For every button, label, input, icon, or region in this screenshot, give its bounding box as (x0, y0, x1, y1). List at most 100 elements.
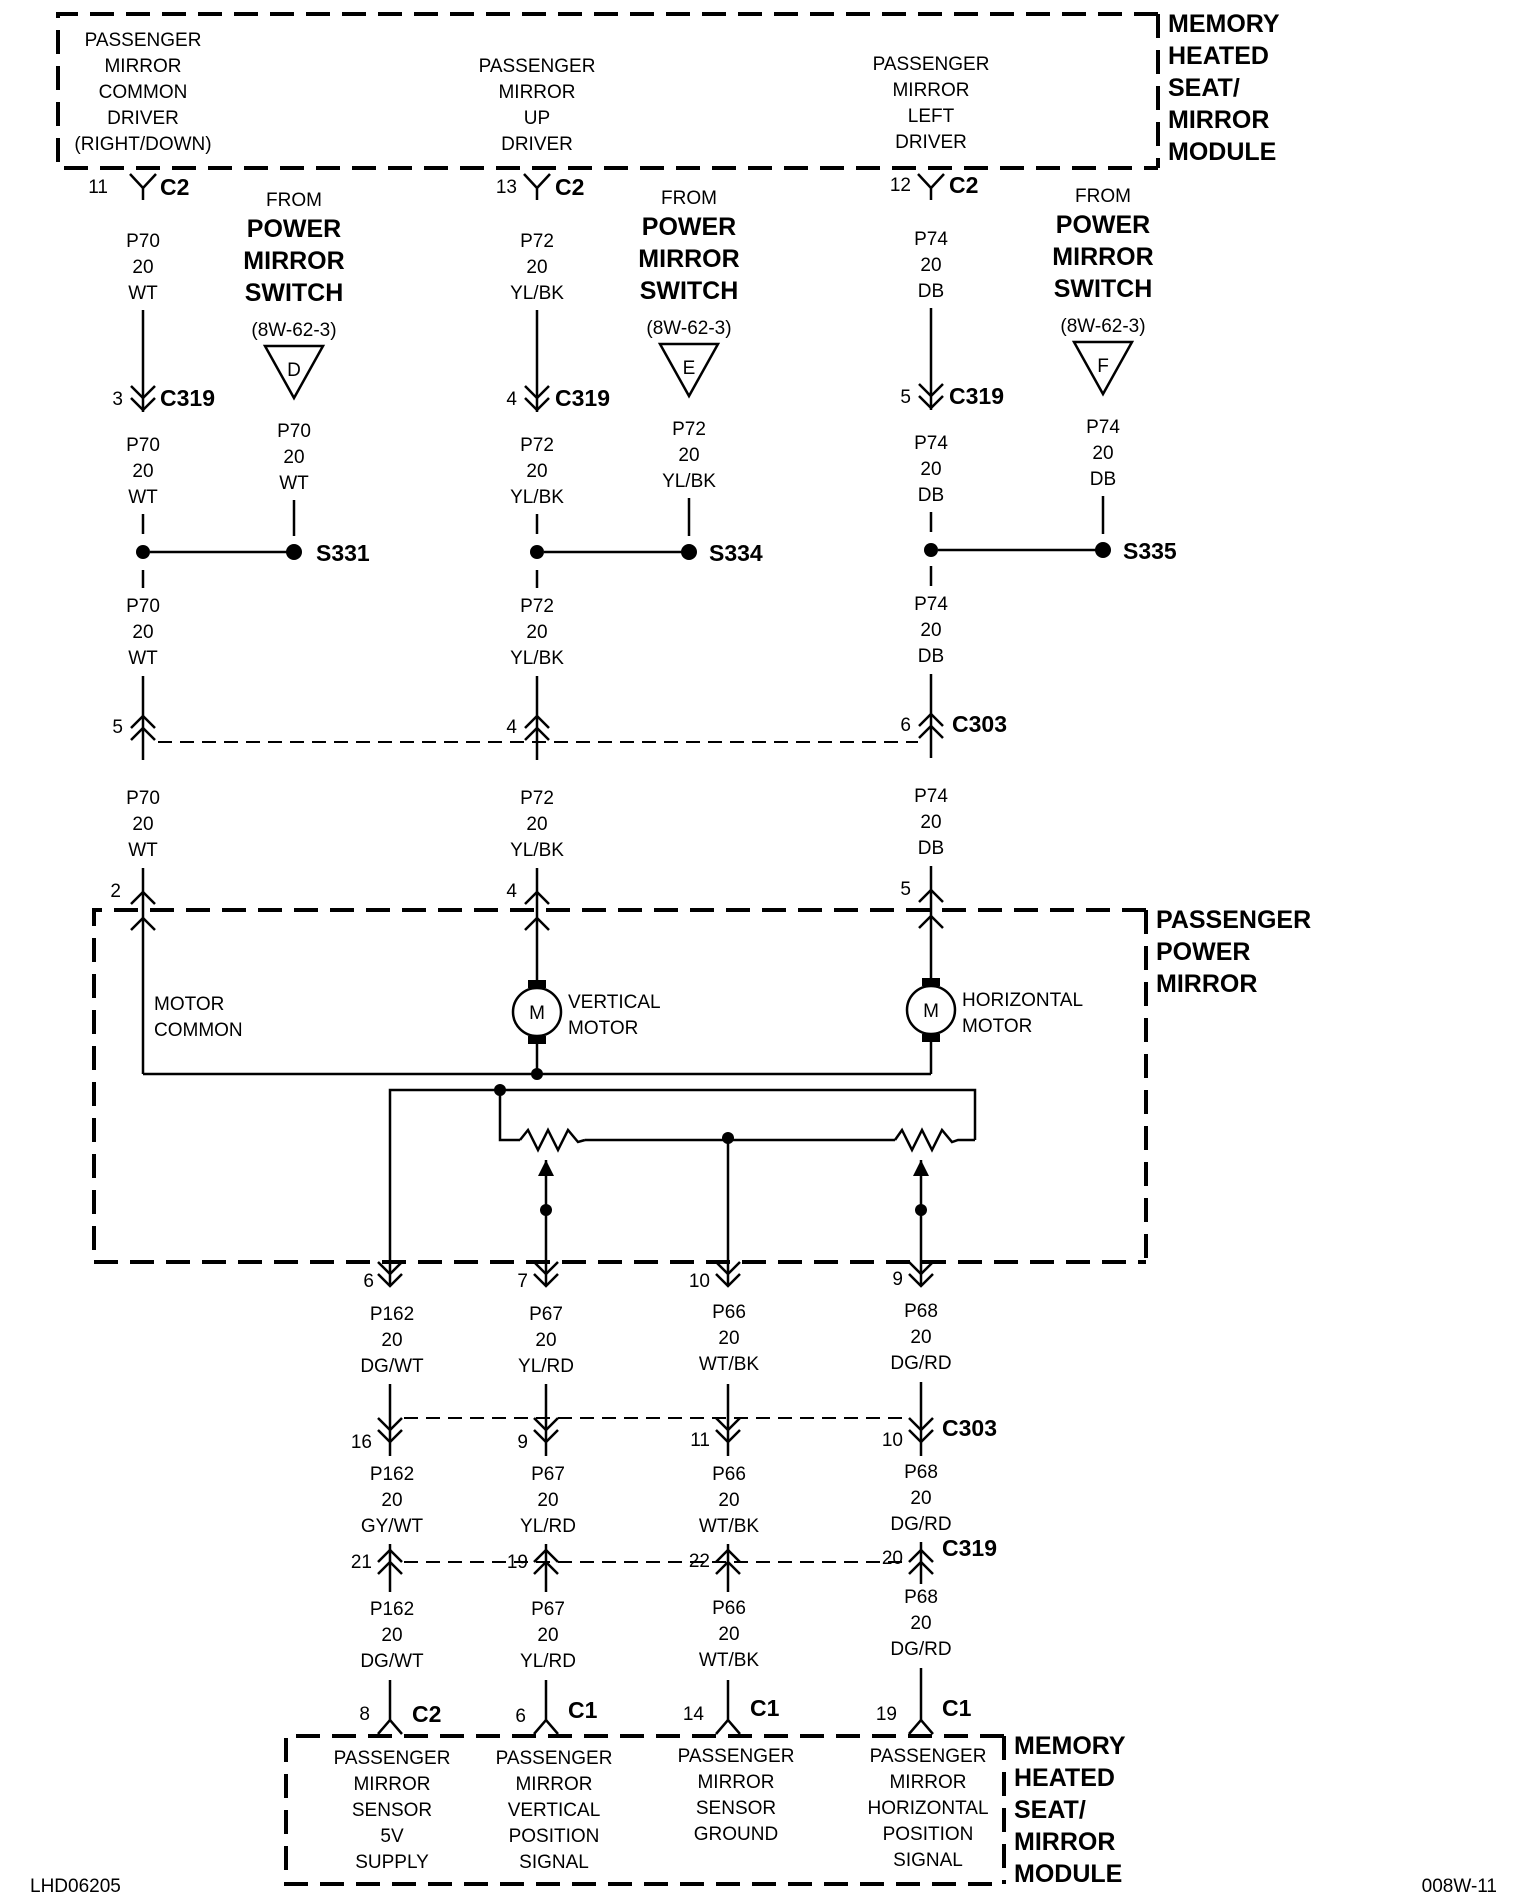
signal-label-5v-supply: PASSENGER MIRROR SENSOR 5V SUPPLY (334, 1748, 451, 1873)
svg-text:PASSENGER: PASSENGER (678, 1746, 795, 1767)
svg-text:YL/BK: YL/BK (510, 840, 564, 861)
vertical-motor-label: VERTICAL (568, 992, 661, 1013)
svg-text:9: 9 (892, 1269, 903, 1290)
driver-label-left: PASSENGER MIRROR LEFT DRIVER (873, 54, 990, 153)
svg-text:P67: P67 (531, 1599, 565, 1620)
svg-text:D: D (287, 360, 301, 381)
svg-text:YL/BK: YL/BK (510, 487, 564, 508)
svg-text:9: 9 (517, 1432, 528, 1453)
svg-text:YL/BK: YL/BK (510, 648, 564, 669)
svg-text:WT: WT (128, 648, 158, 669)
svg-text:POSITION: POSITION (883, 1824, 974, 1845)
svg-text:11: 11 (690, 1430, 710, 1451)
svg-text:PASSENGER: PASSENGER (85, 30, 202, 51)
svg-text:PASSENGER: PASSENGER (496, 1748, 613, 1769)
signal-label-vertical-position: PASSENGER MIRROR VERTICAL POSITION SIGNA… (496, 1748, 613, 1873)
svg-text:YL/BK: YL/BK (510, 283, 564, 304)
svg-text:3: 3 (112, 389, 123, 410)
svg-text:P162: P162 (370, 1464, 414, 1485)
svg-text:MIRROR: MIRROR (1052, 243, 1153, 271)
svg-text:P68: P68 (904, 1301, 938, 1322)
svg-text:2: 2 (110, 881, 121, 902)
svg-text:20: 20 (283, 447, 304, 468)
connector-c319-label: C319 (949, 383, 1004, 409)
svg-text:20: 20 (1092, 443, 1113, 464)
svg-text:POWER: POWER (642, 213, 736, 241)
svg-text:20: 20 (920, 620, 941, 641)
svg-text:20: 20 (537, 1625, 558, 1646)
svg-text:P74: P74 (914, 786, 948, 807)
svg-text:P162: P162 (370, 1304, 414, 1325)
svg-text:P72: P72 (520, 596, 554, 617)
svg-text:SIGNAL: SIGNAL (893, 1850, 963, 1871)
svg-text:F: F (1097, 356, 1109, 377)
svg-text:14: 14 (683, 1704, 705, 1725)
svg-text:19: 19 (876, 1704, 897, 1725)
svg-text:PASSENGER: PASSENGER (334, 1748, 451, 1769)
svg-text:5: 5 (900, 879, 911, 900)
circuit-p66: 10 P66 20 WT/BK 11 P66 20 WT/BK 22 P66 2… (683, 1261, 780, 1735)
splice-s334-label: S334 (709, 540, 763, 566)
svg-text:20: 20 (718, 1624, 739, 1645)
svg-text:4: 4 (506, 881, 517, 902)
svg-text:SWITCH: SWITCH (1054, 275, 1153, 303)
svg-text:WT: WT (128, 840, 158, 861)
svg-text:P74: P74 (914, 229, 948, 250)
svg-text:SENSOR: SENSOR (352, 1800, 432, 1821)
svg-text:(8W-62-3): (8W-62-3) (251, 320, 336, 341)
svg-text:DG/RD: DG/RD (890, 1514, 951, 1535)
svg-text:DRIVER: DRIVER (895, 132, 967, 153)
bottom-module: MEMORY HEATED SEAT/ MIRROR MODULE PASSEN… (284, 1732, 1126, 1888)
svg-text:P67: P67 (531, 1464, 565, 1485)
svg-text:M: M (923, 1001, 939, 1022)
svg-text:20: 20 (882, 1548, 903, 1569)
svg-text:4: 4 (506, 389, 517, 410)
driver-label-common: PASSENGER MIRROR COMMON DRIVER (RIGHT/DO… (74, 30, 211, 155)
svg-text:10: 10 (689, 1271, 710, 1292)
bottom-module-title: MEMORY HEATED SEAT/ MIRROR MODULE (1014, 1732, 1126, 1888)
svg-text:P66: P66 (712, 1302, 746, 1323)
svg-text:DRIVER: DRIVER (501, 134, 573, 155)
svg-text:20: 20 (526, 461, 547, 482)
svg-text:WT: WT (279, 473, 309, 494)
svg-text:P162: P162 (370, 1599, 414, 1620)
svg-text:20: 20 (920, 459, 941, 480)
svg-text:M: M (529, 1003, 545, 1024)
svg-text:20: 20 (132, 814, 153, 835)
svg-text:DG/WT: DG/WT (360, 1356, 424, 1377)
svg-text:4: 4 (506, 717, 517, 738)
circuit-p70: 11 C2 P70 20 WT 3 P70 20 WT P70 20 WT 5 … (88, 173, 189, 905)
svg-text:PASSENGER: PASSENGER (870, 1746, 987, 1767)
driver-label-up: PASSENGER MIRROR UP DRIVER (479, 56, 596, 155)
top-module-title: MEMORY HEATED SEAT/ MIRROR MODULE (1168, 10, 1280, 166)
svg-text:SIGNAL: SIGNAL (519, 1852, 589, 1873)
splice-s331-label: S331 (316, 540, 370, 566)
svg-text:20: 20 (537, 1490, 558, 1511)
svg-text:POWER: POWER (1056, 211, 1150, 239)
svg-text:20: 20 (381, 1625, 402, 1646)
connector-c319-label: C319 (942, 1535, 997, 1561)
svg-text:YL/RD: YL/RD (520, 1516, 576, 1537)
top-module: MEMORY HEATED SEAT/ MIRROR MODULE PASSEN… (56, 10, 1280, 170)
svg-text:DB: DB (918, 838, 944, 859)
svg-text:C1: C1 (568, 1697, 598, 1723)
svg-text:DB: DB (918, 281, 944, 302)
svg-text:C2: C2 (949, 172, 978, 198)
mirror-title: PASSENGER POWER MIRROR (1156, 906, 1311, 998)
circuit-p162: 6 P162 20 DG/WT 16 P162 20 GY/WT 21 P162… (351, 1261, 441, 1735)
svg-text:P74: P74 (914, 433, 948, 454)
svg-text:WT/BK: WT/BK (699, 1516, 759, 1537)
svg-text:POSITION: POSITION (509, 1826, 600, 1847)
svg-text:21: 21 (351, 1552, 372, 1573)
svg-text:5: 5 (112, 717, 123, 738)
svg-text:20: 20 (718, 1490, 739, 1511)
connector-c303-label: C303 (942, 1415, 997, 1441)
svg-text:16: 16 (351, 1432, 372, 1453)
svg-text:MIRROR: MIRROR (104, 56, 181, 77)
svg-text:12: 12 (890, 175, 911, 196)
svg-text:20: 20 (132, 622, 153, 643)
svg-text:SWITCH: SWITCH (245, 279, 344, 307)
svg-text:P66: P66 (712, 1464, 746, 1485)
svg-text:MIRROR: MIRROR (889, 1772, 966, 1793)
